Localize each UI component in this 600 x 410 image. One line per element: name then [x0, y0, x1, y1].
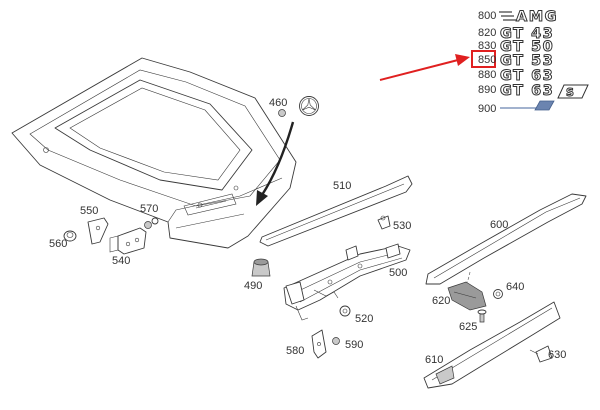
emblem-code-890[interactable]: 890 — [478, 84, 496, 96]
label-510[interactable]: 510 — [333, 180, 351, 192]
emblem-text-890: GT 63 — [500, 83, 554, 99]
part-580-bracket[interactable] — [311, 329, 327, 359]
tailgate-frame — [11, 57, 297, 249]
part-labels: 460 510 530 550 560 570 540 490 500 520 … — [49, 97, 566, 366]
part-640-nut[interactable] — [493, 289, 503, 299]
part-590-screw[interactable] — [332, 337, 340, 345]
emblem-code-900[interactable]: 900 — [478, 103, 496, 115]
amg-badge — [499, 11, 516, 21]
emblem-text-850: GT 53 — [500, 53, 554, 69]
label-640[interactable]: 640 — [506, 281, 524, 293]
label-580[interactable]: 580 — [286, 345, 304, 357]
part-520-washer[interactable] — [339, 305, 351, 317]
label-620[interactable]: 620 — [432, 295, 450, 307]
part-490-buffer[interactable] — [251, 258, 271, 277]
label-570[interactable]: 570 — [140, 203, 158, 215]
part-460-star-emblem[interactable] — [278, 96, 319, 117]
label-610[interactable]: 610 — [425, 354, 443, 366]
emblem-code-800[interactable]: 800 — [478, 10, 496, 22]
label-560[interactable]: 560 — [49, 238, 67, 250]
emblem-text-800: AMG — [516, 9, 558, 25]
part-610-lower-panel[interactable] — [423, 301, 561, 389]
emblem-code-820[interactable]: 820 — [478, 27, 496, 39]
label-500[interactable]: 500 — [389, 267, 407, 279]
part-600-rear-spoiler[interactable] — [425, 193, 587, 295]
part-570-screw[interactable] — [144, 217, 159, 229]
label-540[interactable]: 540 — [112, 255, 130, 267]
label-600[interactable]: 600 — [490, 219, 508, 231]
part-510-trim-panel[interactable] — [259, 175, 413, 247]
label-530[interactable]: 530 — [393, 220, 411, 232]
label-550[interactable]: 550 — [80, 205, 98, 217]
part-625-screw[interactable] — [477, 309, 487, 323]
emblem-code-880[interactable]: 880 — [478, 69, 496, 81]
emblem-code-850[interactable]: 850 — [478, 54, 496, 66]
part-500-spoiler-actuator[interactable] — [283, 243, 411, 321]
emblem-900-badge — [500, 100, 555, 111]
s-badge-890: S — [557, 84, 589, 100]
label-590[interactable]: 590 — [345, 339, 363, 351]
svg-text:S: S — [566, 86, 574, 99]
part-630-clip[interactable] — [529, 345, 553, 363]
part-550-hinge[interactable] — [87, 217, 109, 245]
pointer-arrow — [379, 54, 470, 81]
highlight-box — [471, 50, 496, 68]
label-625[interactable]: 625 — [459, 321, 477, 333]
label-520[interactable]: 520 — [355, 313, 373, 325]
part-620-spoiler-bracket[interactable] — [447, 281, 487, 311]
assembly-arrow — [256, 121, 295, 206]
label-490[interactable]: 490 — [244, 280, 262, 292]
part-540-hinge-bracket[interactable] — [109, 227, 147, 255]
part-530-clip[interactable] — [377, 215, 391, 230]
label-460[interactable]: 460 — [269, 97, 287, 109]
label-630[interactable]: 630 — [548, 349, 566, 361]
emblem-text-820: GT 43 — [500, 26, 554, 42]
emblem-text-830: GT 50 — [500, 39, 554, 55]
emblem-text-880: GT 63 — [500, 68, 554, 84]
emblem-catalog: 800 AMG 820 GT 43 830 GT 50 850 GT 53 88… — [471, 9, 589, 115]
part-560-bushing[interactable] — [63, 230, 77, 242]
emblem-code-830[interactable]: 830 — [478, 40, 496, 52]
